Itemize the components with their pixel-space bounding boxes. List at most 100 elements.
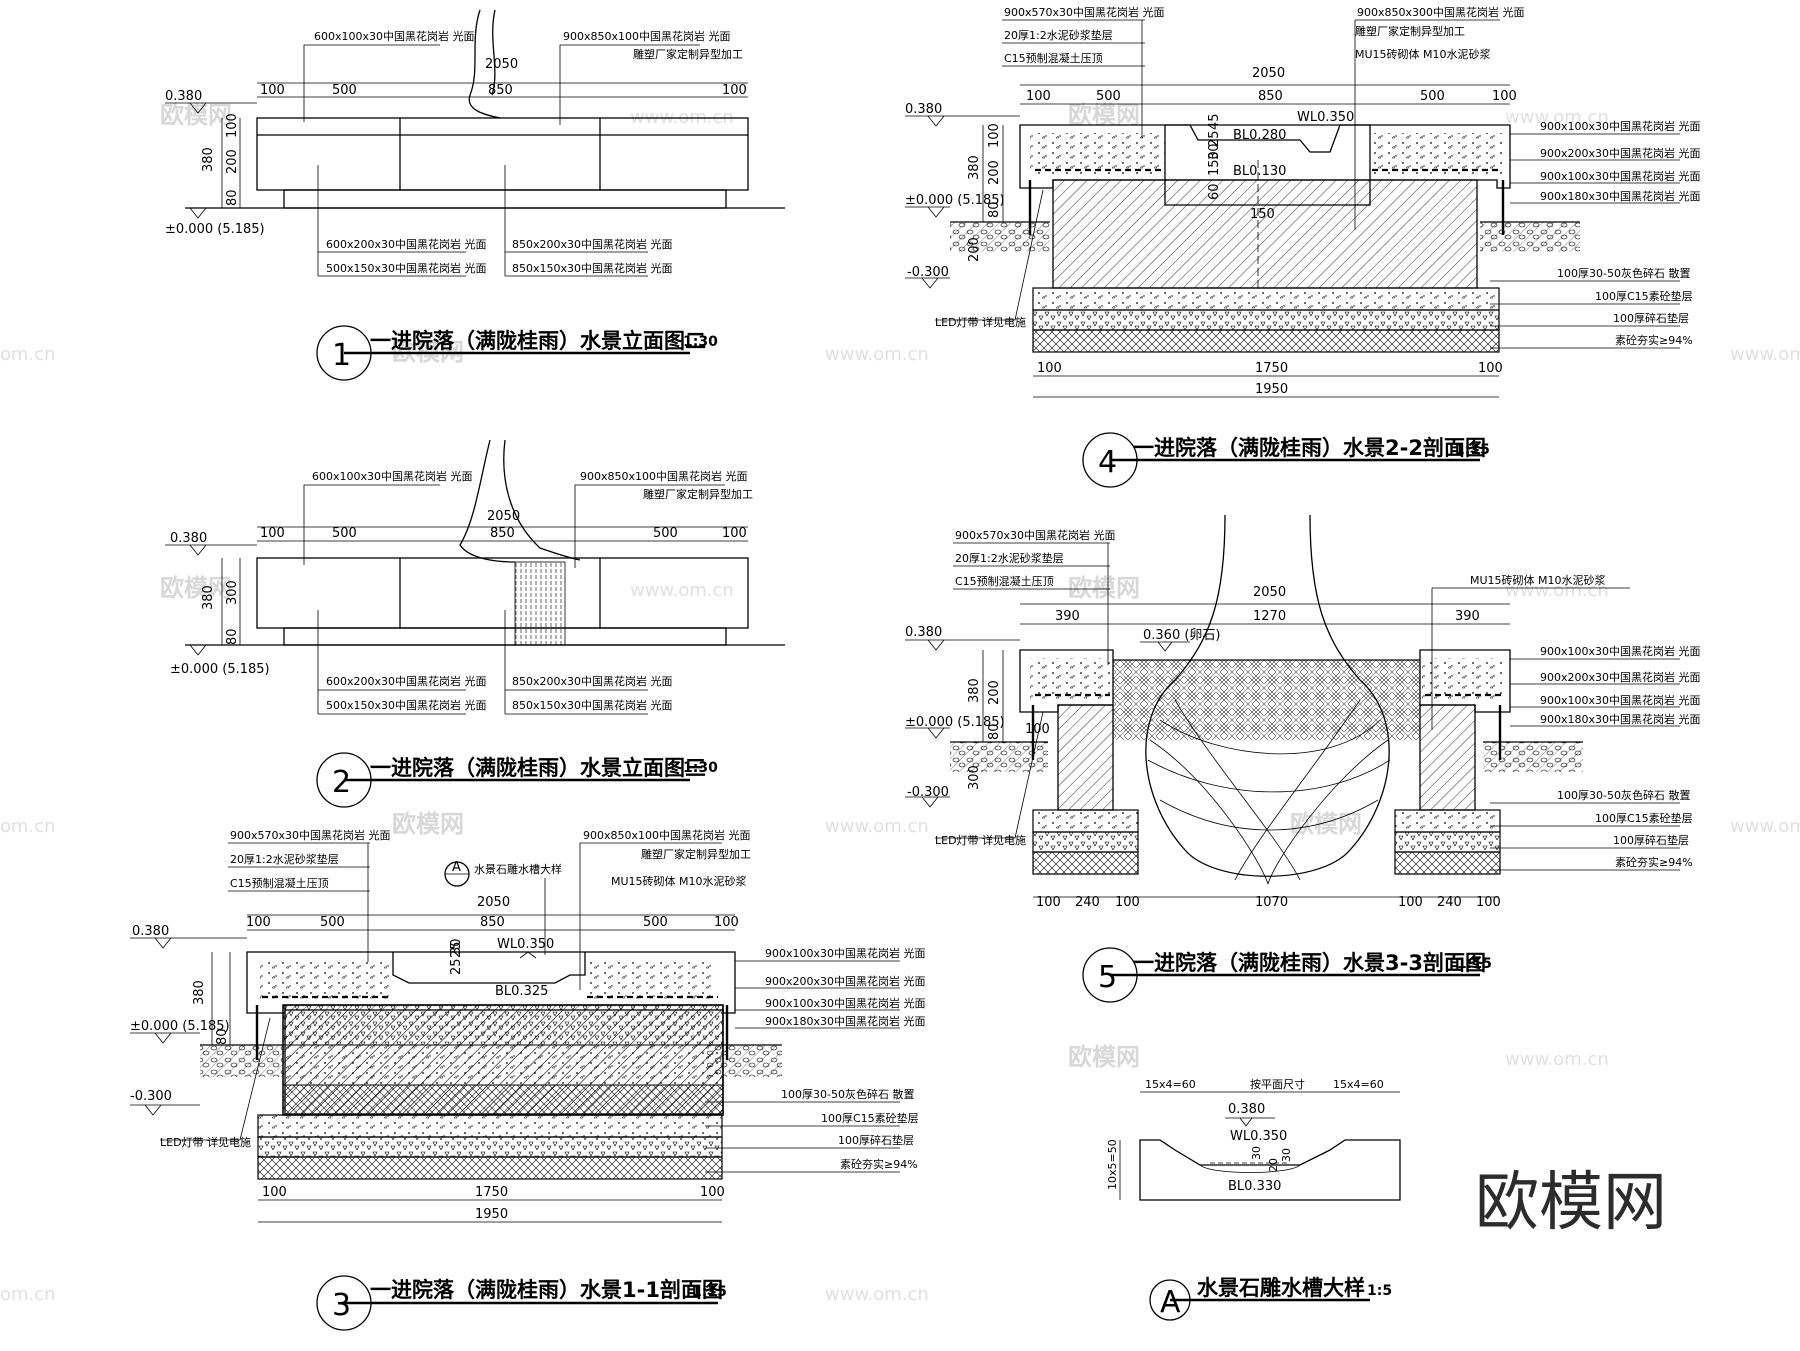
note: 20厚1:2水泥砂浆垫层 bbox=[955, 551, 1064, 565]
dim: 500 bbox=[332, 526, 357, 541]
dim-total: 2050 bbox=[487, 509, 520, 524]
level-top: 0.380 bbox=[905, 625, 942, 640]
note: 850x200x30中国黑花岗岩 光面 bbox=[512, 237, 673, 251]
dim: 100 bbox=[246, 915, 271, 930]
note: 900x100x30中国黑花岗岩 光面 bbox=[765, 996, 926, 1010]
note: 850x150x30中国黑花岗岩 光面 bbox=[512, 698, 673, 712]
drawing-scale: 1:15 bbox=[1455, 442, 1490, 458]
note: 900x180x30中国黑花岗岩 光面 bbox=[765, 1014, 926, 1028]
level-top: 0.380 bbox=[905, 102, 942, 117]
note: 900x850x300中国黑花岗岩 光面 bbox=[1357, 5, 1525, 19]
note: 20厚1:2水泥砂浆垫层 bbox=[230, 852, 339, 866]
note: 100厚碎石垫层 bbox=[1613, 311, 1689, 325]
level-base: ±0.000 (5.185) bbox=[165, 222, 265, 237]
note: 850x150x30中国黑花岗岩 光面 bbox=[512, 261, 673, 275]
dim: 80 bbox=[987, 201, 1002, 218]
watermark-site: www.om.cn bbox=[1730, 816, 1800, 837]
drawing-title: 一进院落（满陇桂雨）水景1-1剖面图 bbox=[370, 1278, 723, 1302]
note: C15预制混凝土压顶 bbox=[1004, 51, 1103, 65]
dim: 60 bbox=[1207, 183, 1222, 200]
note: 900x180x30中国黑花岗岩 光面 bbox=[1540, 189, 1701, 203]
note: MU15砖砌体 M10水泥砂浆 bbox=[611, 874, 747, 888]
dim: 25 bbox=[449, 958, 464, 975]
dim: 100 bbox=[1037, 361, 1062, 376]
dim: 100 bbox=[262, 1185, 287, 1200]
dim: 100 bbox=[714, 915, 739, 930]
dim: 500 bbox=[1096, 89, 1121, 104]
dim: 15x4=60 bbox=[1333, 1078, 1384, 1091]
watermark-brand: 欧模网 bbox=[1290, 810, 1362, 838]
drawing-title: 一进院落（满陇桂雨）水景立面图三 bbox=[370, 756, 706, 780]
note: 100厚C15素砼垫层 bbox=[1595, 811, 1693, 825]
drawing-number: 4 bbox=[1098, 445, 1117, 480]
ref-marker: A bbox=[452, 860, 461, 875]
dim: 15x4=60 bbox=[1145, 1078, 1196, 1091]
dim: 100 bbox=[1026, 89, 1051, 104]
drawing-2-elevation: 2050 100 500 850 500 100 380 300 80 0.38… bbox=[165, 439, 785, 808]
watermark-brand: 欧模网 bbox=[160, 574, 232, 602]
dim: 100 bbox=[225, 113, 240, 138]
dim: 1950 bbox=[475, 1207, 508, 1222]
detail-a-trough: 15x4=60 按平面尺寸 15x4=60 10x5=50 30 20 30 0… bbox=[1106, 1077, 1401, 1321]
level-top: 0.380 bbox=[165, 89, 202, 104]
dim: 240 bbox=[1075, 895, 1100, 910]
drawing-number: A bbox=[1160, 1285, 1181, 1320]
dim: 80 bbox=[987, 723, 1002, 740]
level-neg: -0.300 bbox=[130, 1089, 172, 1104]
drawing-title: 一进院落（满陇桂雨）水景立面图二 bbox=[370, 329, 706, 353]
note: 600x200x30中国黑花岗岩 光面 bbox=[326, 237, 487, 251]
watermark-site: www.om.cn bbox=[1505, 580, 1609, 601]
note: 900x570x30中国黑花岗岩 光面 bbox=[1004, 5, 1165, 19]
bottom-level: BL0.325 bbox=[495, 984, 548, 999]
dim-height: 380 bbox=[192, 980, 207, 1005]
watermark-brand: 欧模网 bbox=[392, 810, 464, 838]
note: 100厚碎石垫层 bbox=[1613, 833, 1689, 847]
level-top: 0.380 bbox=[1228, 1102, 1265, 1117]
drawing-number: 2 bbox=[332, 765, 351, 800]
drawing-scale: 1:5 bbox=[1367, 1283, 1392, 1299]
dim: 100 bbox=[1115, 895, 1140, 910]
drawing-1-elevation: 2050 100 500 850 100 380 100 200 80 0.38… bbox=[165, 9, 785, 381]
dim: 850 bbox=[480, 915, 505, 930]
dim-total: 2050 bbox=[1252, 66, 1285, 81]
dim-total: 2050 bbox=[1253, 585, 1286, 600]
note: 100厚C15素砼垫层 bbox=[821, 1111, 919, 1125]
level-base: ±0.000 (5.185) bbox=[130, 1019, 230, 1034]
dim: 500 bbox=[1420, 89, 1445, 104]
note: 900x570x30中国黑花岗岩 光面 bbox=[955, 528, 1116, 542]
note: 100厚30-50灰色碎石 散置 bbox=[781, 1087, 914, 1101]
dim: 30 bbox=[1207, 143, 1222, 160]
note: 850x200x30中国黑花岗岩 光面 bbox=[512, 674, 673, 688]
dim-total: 2050 bbox=[477, 895, 510, 910]
note: MU15砖砌体 M10水泥砂浆 bbox=[1355, 47, 1491, 61]
dim: 100 bbox=[260, 83, 285, 98]
watermark-site: www.om.cn bbox=[1505, 107, 1609, 128]
dim-height: 380 bbox=[967, 678, 982, 703]
watermark-site: www.om.cn bbox=[630, 580, 734, 601]
dim: 1270 bbox=[1253, 609, 1286, 624]
note: C15预制混凝土压顶 bbox=[230, 876, 329, 890]
watermark-brand: 欧模网 bbox=[1068, 574, 1140, 602]
drawing-3-body: 2050 100 500 850 500 100 380 80 25 25 30… bbox=[130, 828, 926, 1331]
drawing-scale: 1:15 bbox=[692, 1284, 727, 1300]
note: 素砼夯实≥94% bbox=[1615, 333, 1693, 347]
dim: 30 bbox=[449, 938, 464, 955]
note: MU15砖砌体 M10水泥砂浆 bbox=[1470, 573, 1606, 587]
dim: 25 bbox=[449, 941, 464, 958]
dim: 100 bbox=[1476, 895, 1501, 910]
dim: 200 bbox=[225, 149, 240, 174]
note: 900x200x30中国黑花岗岩 光面 bbox=[1540, 146, 1701, 160]
dim-height: 380 bbox=[967, 155, 982, 180]
dim-total: 2050 bbox=[485, 57, 518, 72]
dim: 80 bbox=[225, 628, 240, 645]
note: C15预制混凝土压顶 bbox=[955, 574, 1054, 588]
drawing-title: 一进院落（满陇桂雨）水景3-3剖面图 bbox=[1133, 951, 1486, 975]
note: 素砼夯实≥94% bbox=[840, 1157, 918, 1171]
note: 素砼夯实≥94% bbox=[1615, 855, 1693, 869]
note: 100厚30-50灰色碎石 散置 bbox=[1557, 788, 1690, 802]
watermark-site: www.om.cn bbox=[825, 344, 929, 365]
water-level: WL0.350 bbox=[497, 937, 554, 952]
level-top: 0.380 bbox=[132, 924, 169, 939]
dim: 45 bbox=[1207, 113, 1222, 130]
